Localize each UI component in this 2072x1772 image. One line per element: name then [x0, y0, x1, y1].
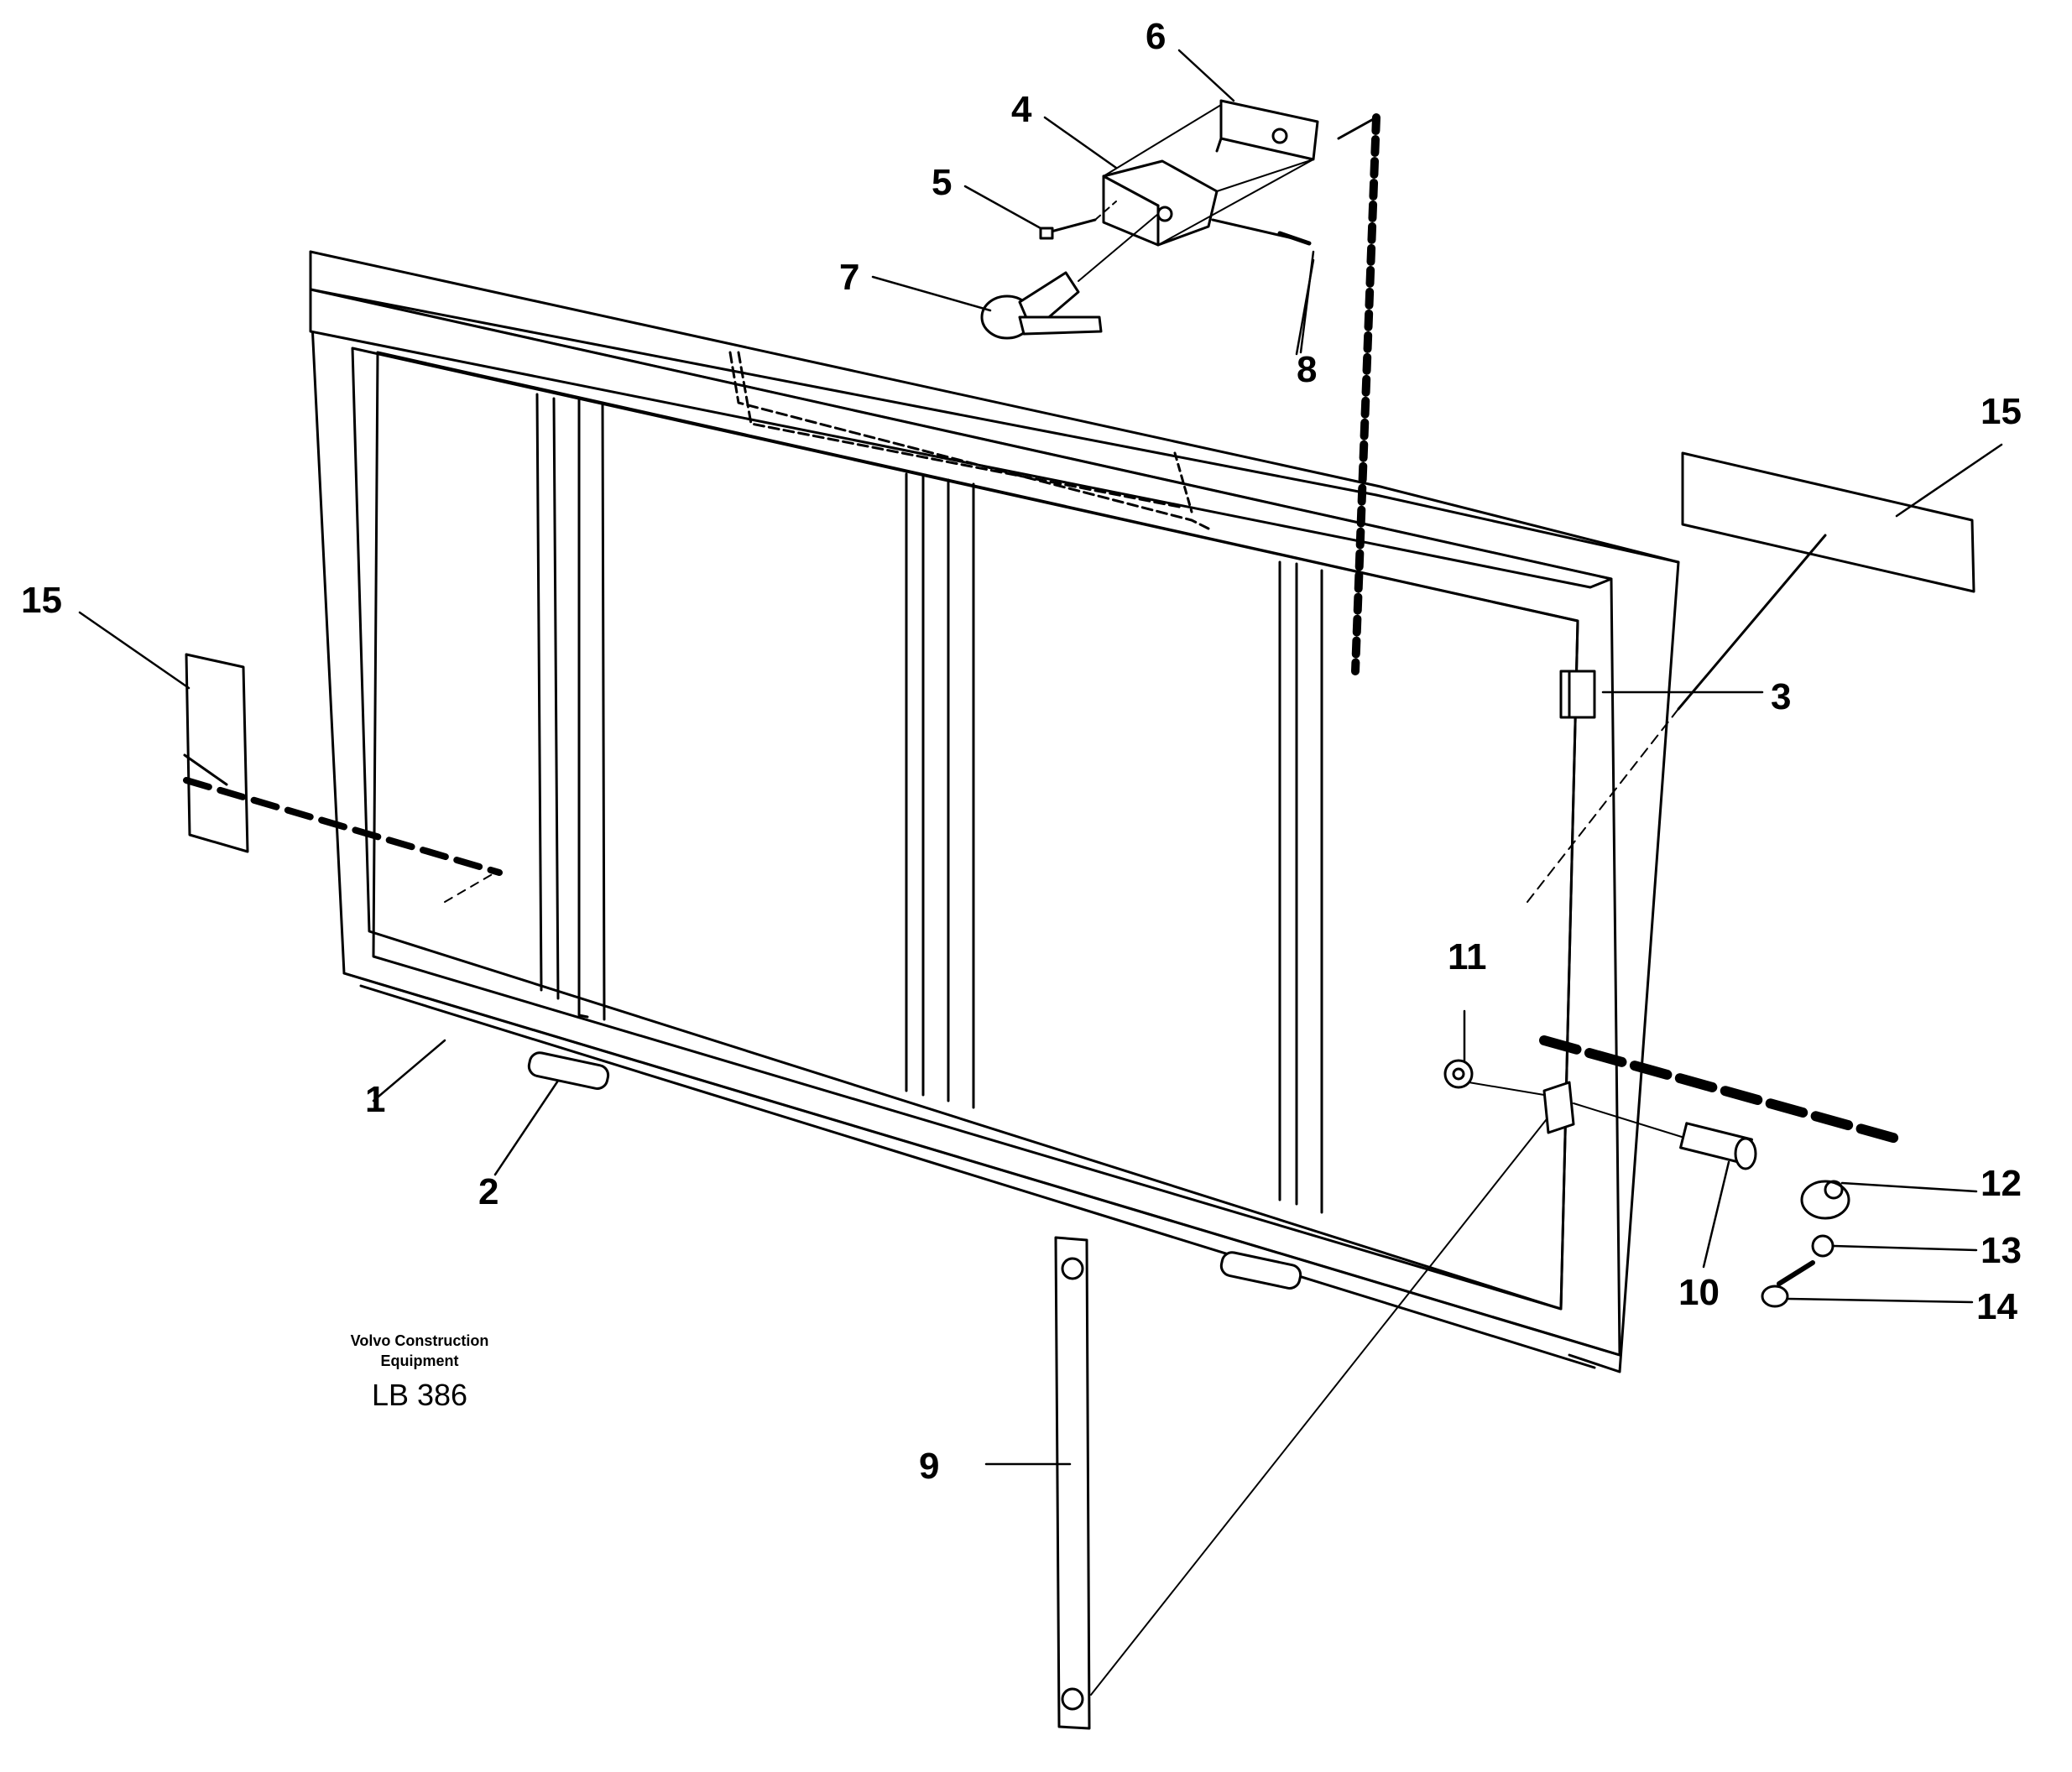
callout-1: 1 [365, 1079, 385, 1120]
callout-8: 8 [1297, 349, 1317, 390]
bolt [1573, 1102, 1757, 1170]
callout-4: 4 [1011, 89, 1032, 130]
washer [1811, 1234, 1835, 1258]
nut [1443, 1059, 1474, 1089]
callout-12: 12 [1981, 1163, 2022, 1204]
screw [1039, 201, 1117, 240]
callout-15-left: 15 [21, 580, 62, 621]
spacer [1800, 1180, 1850, 1220]
leader-lines [78, 49, 2003, 1466]
callout-9: 9 [919, 1446, 939, 1487]
cap-screw [1761, 1260, 1815, 1308]
callout-15-right: 15 [1981, 391, 2022, 432]
callout-11: 11 [1448, 936, 1487, 977]
manufacturer-name-line2: Equipment [380, 1352, 459, 1369]
pin [1211, 218, 1312, 246]
label-plate-right [1527, 451, 1975, 903]
manufacturer-name-line1: Volvo Construction [350, 1332, 489, 1349]
mounting-plate [1215, 99, 1319, 161]
callout-10: 10 [1678, 1272, 1720, 1313]
hinge-bracket [1468, 1035, 1910, 1146]
window-frame [309, 250, 1680, 1373]
label-plate-left [183, 653, 503, 903]
callout-14: 14 [1976, 1286, 2017, 1327]
callout-2: 2 [478, 1171, 498, 1212]
latch-block [1559, 670, 1596, 719]
stay-arm [1054, 1111, 1553, 1730]
callout-6: 6 [1146, 16, 1166, 57]
handle [980, 213, 1159, 340]
roller [527, 1051, 1302, 1290]
callout-5: 5 [932, 162, 952, 203]
callout-3: 3 [1771, 676, 1791, 717]
drawing-code: LB 386 [371, 1378, 468, 1412]
callout-7: 7 [839, 257, 859, 298]
callout-13: 13 [1981, 1230, 2022, 1271]
lock-housing [1102, 159, 1219, 247]
alignment-line [1351, 113, 1380, 675]
callout-numbers: 6 4 5 7 8 15 3 15 11 1 2 12 13 10 14 9 [21, 16, 2022, 1487]
